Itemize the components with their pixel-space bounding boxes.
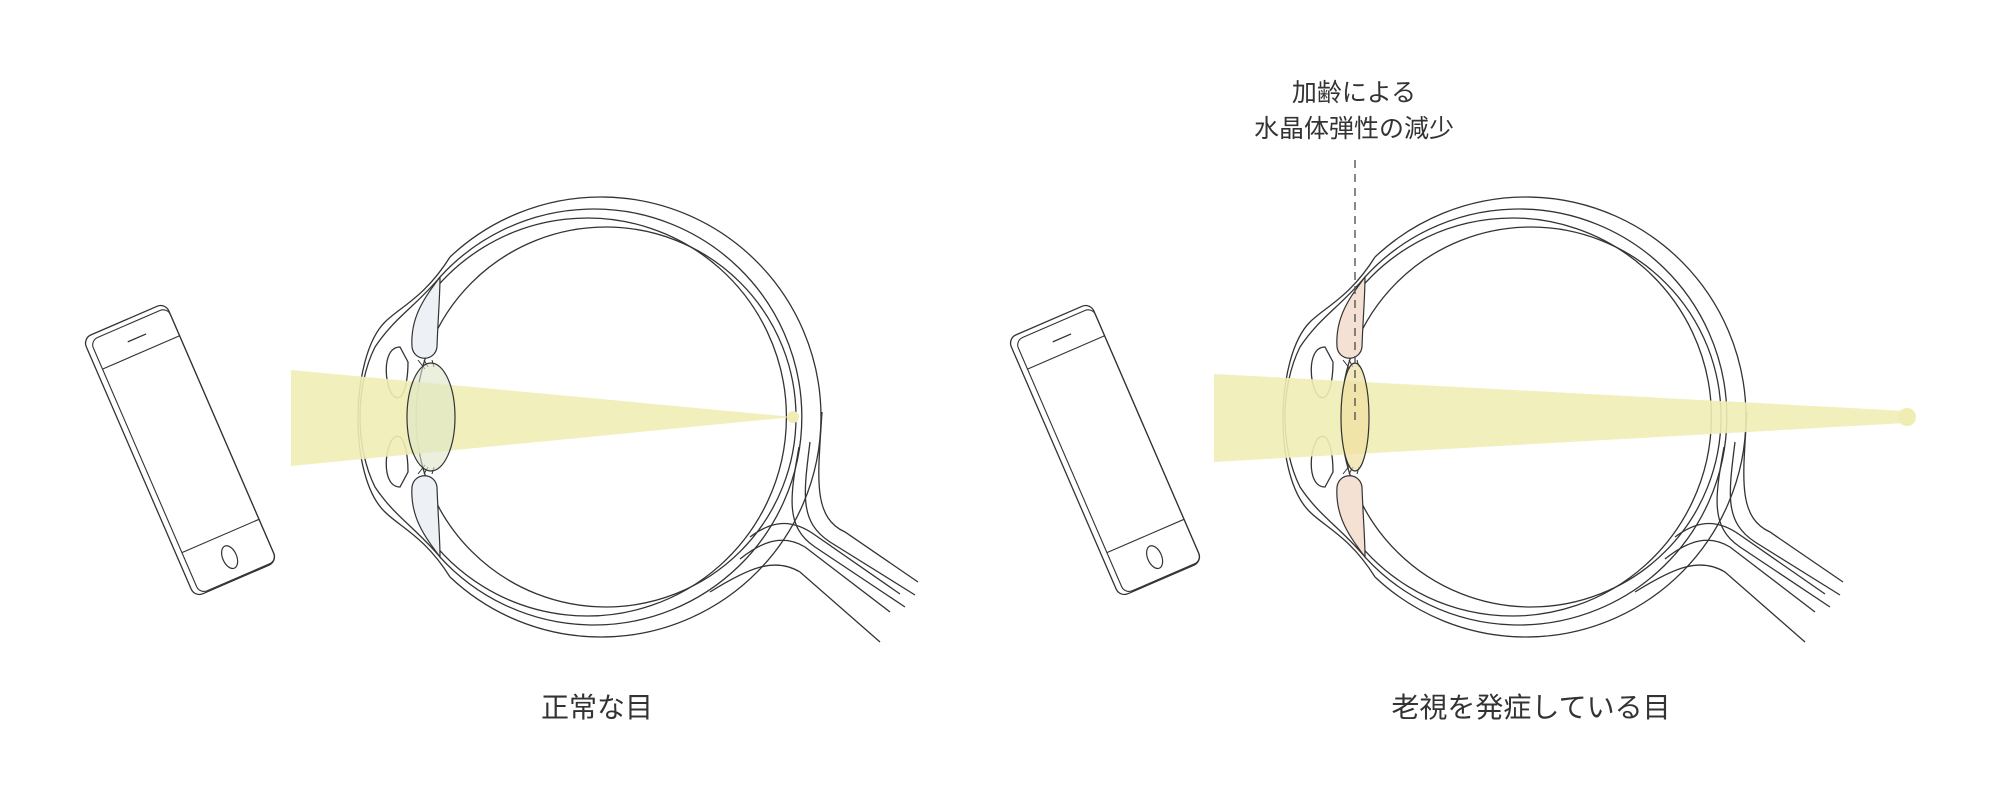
light-beam-presbyopia [1214, 374, 1907, 462]
annotation-line1: 加齢による [1291, 78, 1417, 107]
annotation-line2: 水晶体弾性の減少 [1253, 114, 1455, 143]
focus-point-normal [787, 411, 799, 423]
light-beam-normal [291, 370, 793, 466]
focus-point-presbyopia [1898, 408, 1916, 426]
annotation-label: 加齢による 水晶体弾性の減少 [1254, 75, 1454, 147]
caption-presbyopia-eye: 老視を発症している目 [1391, 691, 1671, 724]
phone-presbyopia [1007, 302, 1203, 598]
lens-normal [406, 362, 456, 472]
phone-normal [82, 302, 278, 598]
caption-normal-eye: 正常な目 [540, 691, 654, 724]
